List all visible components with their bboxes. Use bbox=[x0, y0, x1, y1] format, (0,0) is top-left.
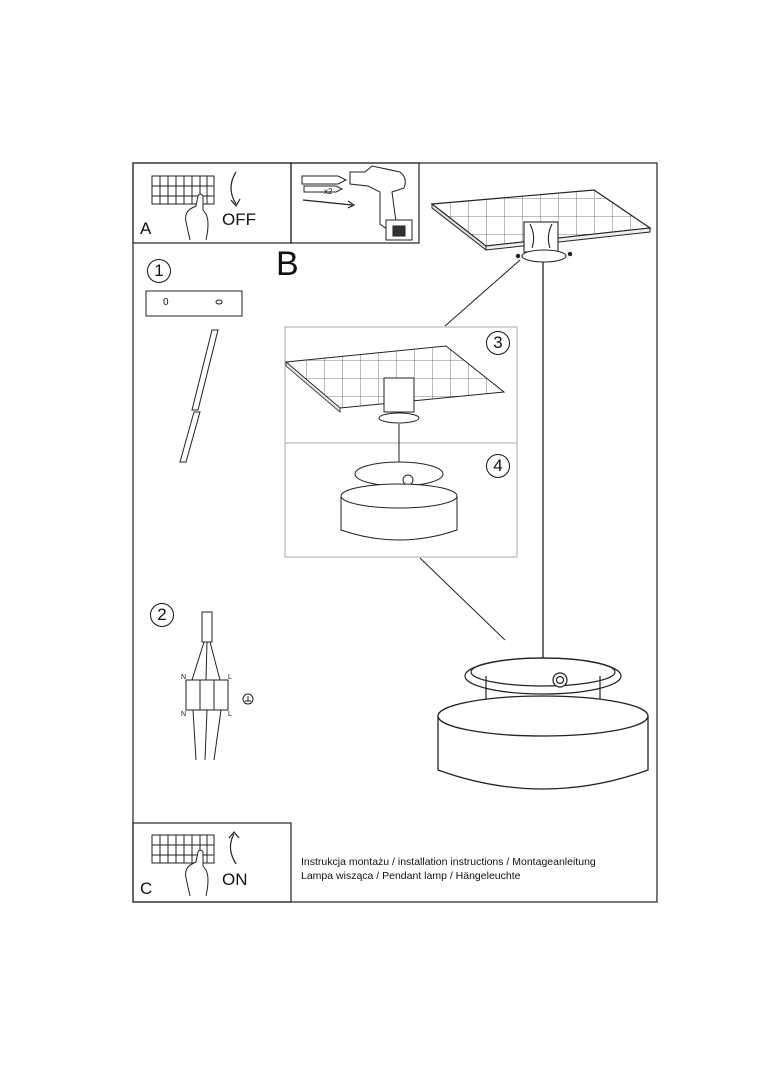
x2-label: x2 bbox=[324, 187, 333, 196]
tools-box bbox=[290, 162, 420, 244]
footer-line-1: Instrukcja montażu / installation instru… bbox=[301, 856, 596, 868]
leader-line-top bbox=[444, 259, 521, 327]
wire-l-bottom: L bbox=[228, 711, 232, 718]
leader-line-bottom bbox=[419, 557, 506, 641]
drill-hole-mark bbox=[215, 299, 223, 305]
panel-b-label: B bbox=[276, 245, 299, 283]
lamp-shade-main bbox=[437, 695, 649, 790]
hand-icon bbox=[185, 193, 209, 241]
breaker-switchboard-c-icon bbox=[151, 834, 215, 864]
wire-l-top: L bbox=[228, 674, 232, 681]
panel-a-label: A bbox=[140, 219, 152, 238]
wire-n-top: N bbox=[181, 674, 187, 681]
footer-caption: Instrukcja montażu / installation instru… bbox=[301, 856, 596, 883]
screw-icon bbox=[302, 199, 356, 209]
bracket-screw-icon bbox=[515, 251, 573, 259]
lamp-canopy-main bbox=[464, 657, 622, 708]
lamp-shade-detail bbox=[340, 483, 458, 541]
hand-c-icon bbox=[185, 849, 209, 897]
switch-down-arrow-icon bbox=[230, 171, 237, 205]
wire-n-bottom: N bbox=[181, 711, 187, 718]
detail-box bbox=[284, 326, 518, 558]
panel-a-box bbox=[132, 162, 292, 244]
ceiling-hole-text: 0 bbox=[163, 297, 169, 308]
step-4-badge: 4 bbox=[486, 454, 510, 478]
mounting-bracket-main bbox=[521, 221, 567, 263]
on-label: ON bbox=[222, 870, 248, 889]
panel-c-label: C bbox=[140, 879, 153, 898]
off-label: OFF bbox=[222, 210, 256, 229]
drill-icon bbox=[349, 165, 413, 241]
drill-bit-icon bbox=[179, 329, 219, 463]
step-3-badge: 3 bbox=[486, 331, 510, 355]
breaker-switchboard-icon bbox=[151, 175, 215, 205]
ceiling-mark-box bbox=[145, 290, 243, 317]
step-1-badge: 1 bbox=[147, 259, 171, 283]
ceiling-plate-detail bbox=[284, 345, 506, 413]
step-2-badge: 2 bbox=[150, 603, 174, 627]
wiring-diagram bbox=[185, 611, 229, 761]
wall-plug-icon bbox=[301, 175, 348, 193]
switch-up-arrow-icon bbox=[229, 833, 237, 865]
ground-icon bbox=[242, 693, 254, 705]
mounting-bracket-detail bbox=[378, 377, 420, 424]
panel-c-box bbox=[132, 822, 292, 903]
lamp-canopy-detail bbox=[354, 461, 444, 487]
footer-line-2: Lampa wisząca / Pendant lamp / Hängeleuc… bbox=[301, 869, 521, 882]
cable-clamp-icon bbox=[552, 672, 568, 688]
